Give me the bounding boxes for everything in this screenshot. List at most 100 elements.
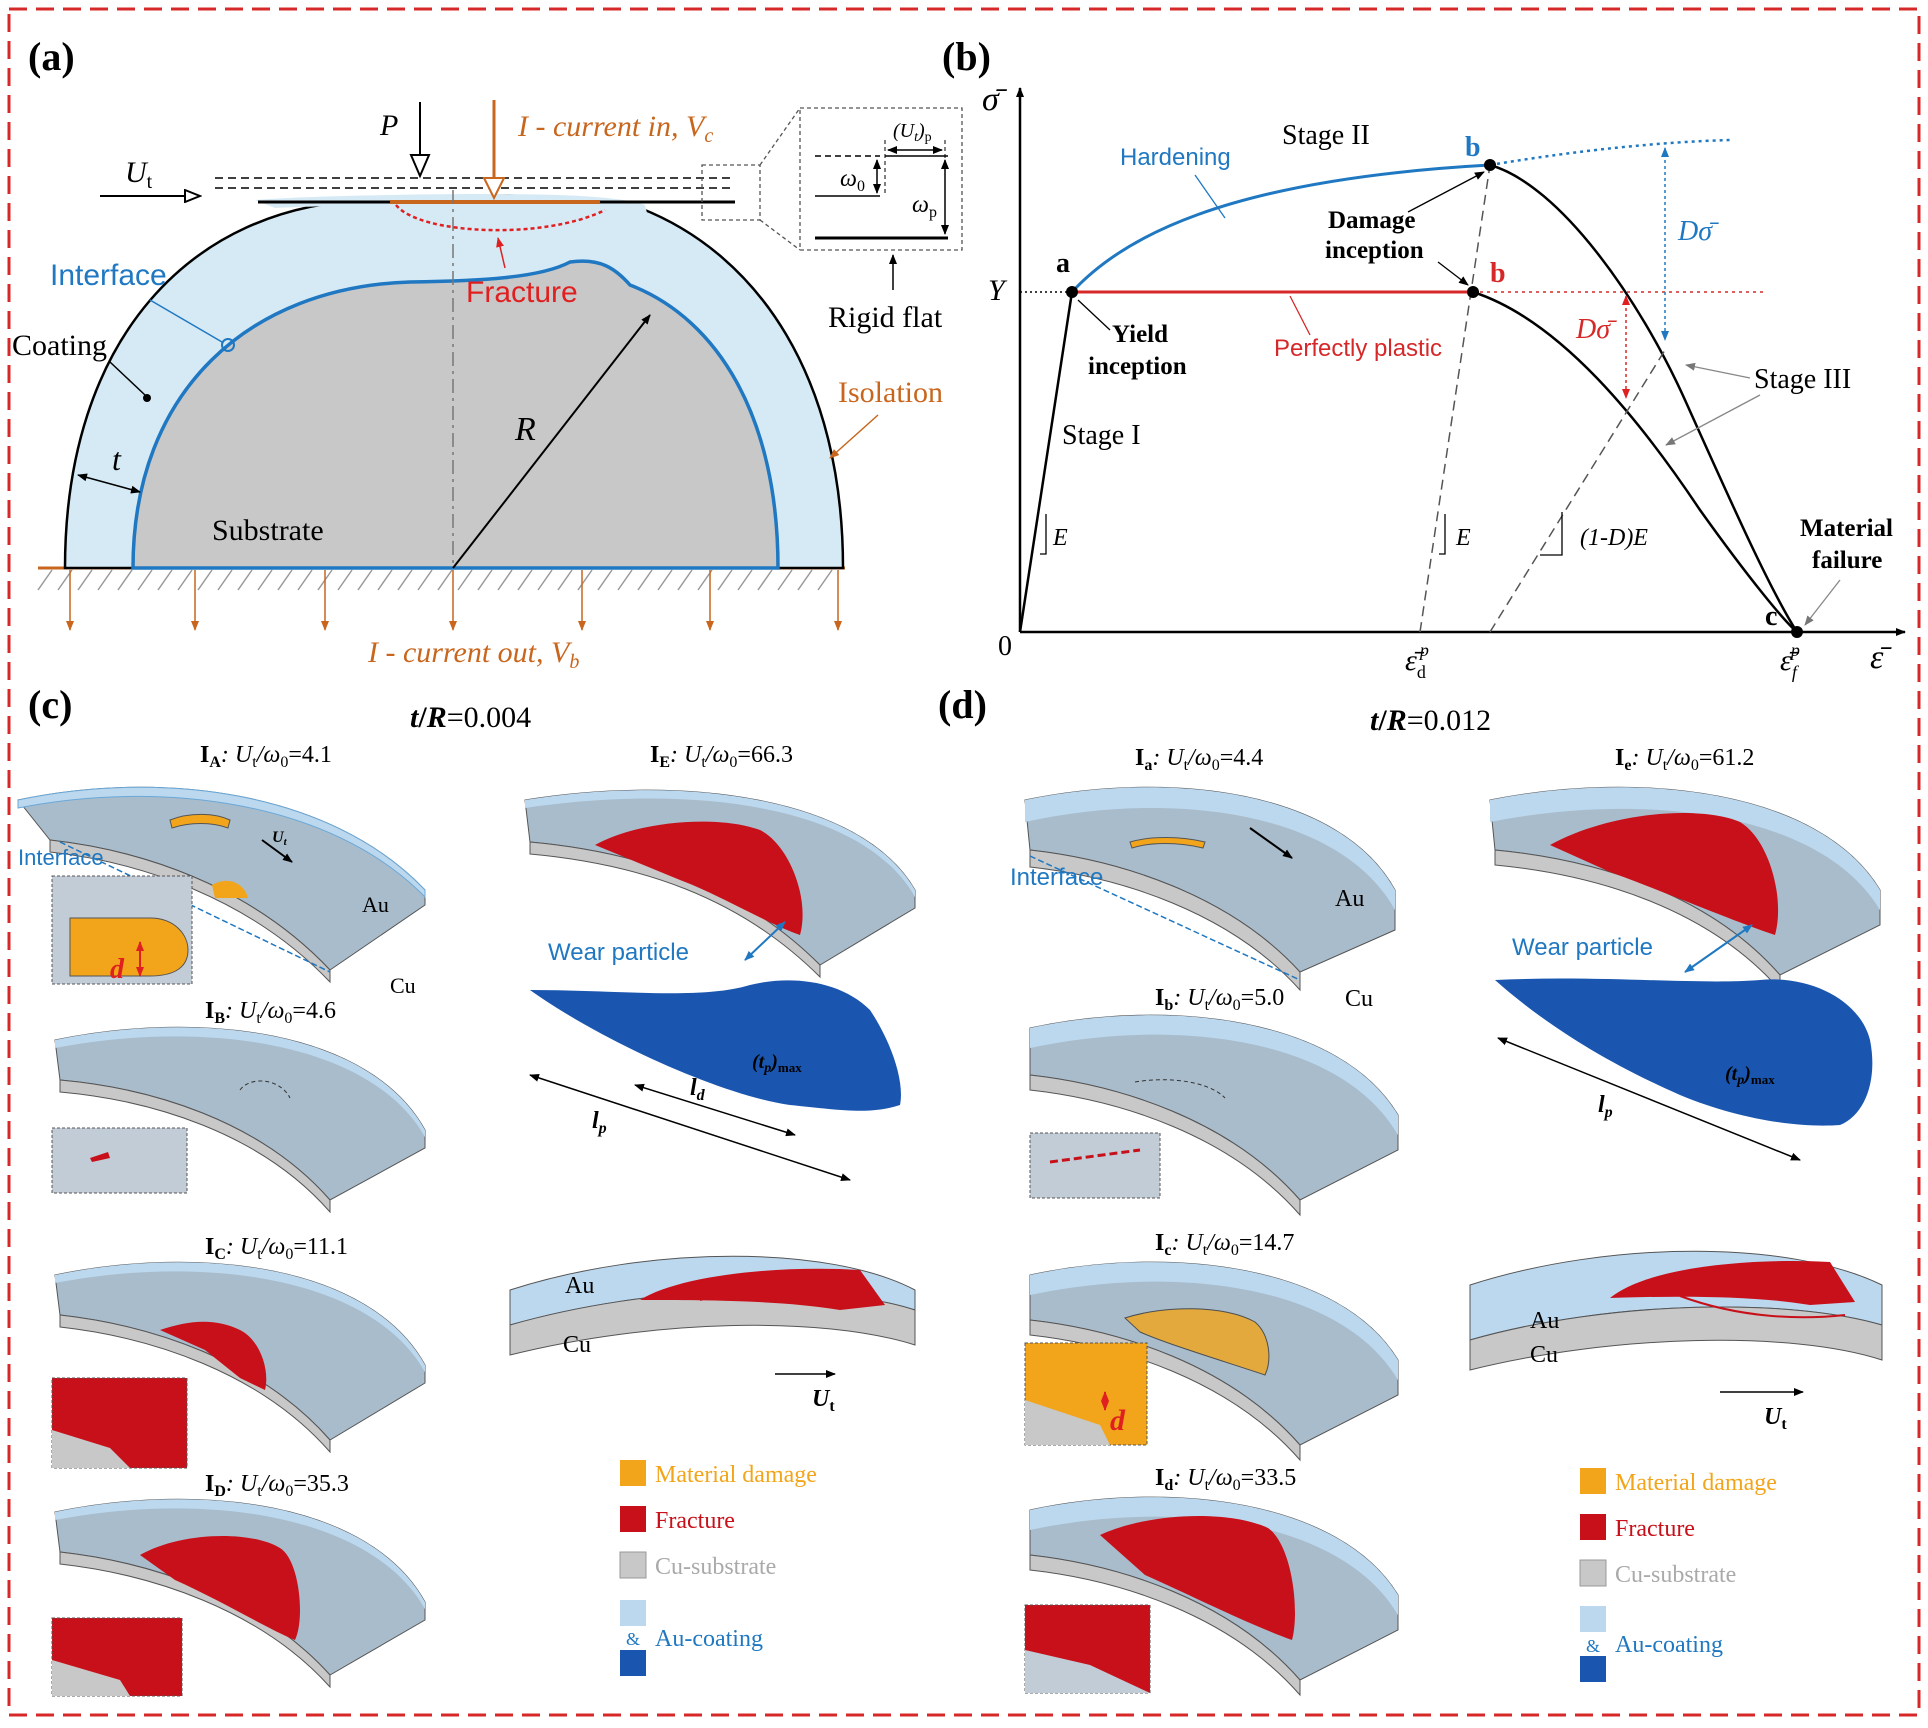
legend-c-damage-swatch [620,1460,646,1486]
e1-label: E [1052,525,1068,551]
ia-d-label: d [110,954,125,985]
slab-ie2-section [1469,1250,1883,1371]
ie-tpmax-label: (tp)max [752,1051,802,1076]
stage3-leader-2 [1665,394,1761,446]
slope-triangle-1 [1040,514,1047,555]
interface-point [221,338,235,352]
unload-dash-1 [1419,164,1491,633]
slab-id2 [1029,1496,1399,1697]
eps-f-label: ε̄fp [1780,640,1800,682]
ie-wear-label: Wear particle [548,939,689,966]
legend-d-amp: & [1586,1636,1600,1656]
c-label: c [1765,601,1777,632]
interface-label-a: Interface [50,259,167,292]
panel-b: (b) σ̄ ε̄ 0 Y a b b c Stage II Hardeni [942,34,1906,682]
damage-inception-2: inception [1325,237,1424,264]
stage3-leader-1 [1685,362,1751,379]
ib-zoom [51,1127,188,1194]
point-b-red [1467,286,1479,298]
radius-arrow [452,314,651,569]
id-title: ID: Ut/ω0=35.3 [205,1471,349,1500]
ia-au-label: Au [362,892,389,917]
panel-c-title: t/R=0.004 [410,701,531,734]
substrate-dome [131,259,780,570]
ie2-au2-label: Au [1530,1308,1559,1334]
damage-arrow-1 [1407,171,1485,213]
ia-title: IA: Ut/ω0=4.1 [200,742,332,771]
e2-label: E [1455,525,1471,551]
panel-a: (a) [12,34,963,673]
ie-wear-arrow [744,921,786,961]
coating-leader [109,361,146,396]
ia-interface-label: Interface [18,845,104,870]
p-label: P [379,109,398,142]
coating-point [143,394,151,402]
elastic-line [1018,291,1074,633]
x-axis-label: ε̄ [1870,639,1892,676]
damage-inception-1: Damage [1328,207,1415,234]
legend-d-damage-swatch [1580,1468,1606,1494]
ib2-zoom-fracture [1049,1148,1141,1164]
point-b-blue [1484,159,1496,171]
failure-arrow [1804,579,1841,626]
ia2-ut-arrow [1249,827,1293,859]
slab-ib [54,1026,426,1214]
ic-title: IC: Ut/ω0=11.1 [205,1234,348,1263]
ia-zoom-damage [69,917,189,977]
id2-zoom-detail [1025,1650,1150,1693]
interface-leader [149,299,223,343]
inset-box [799,107,963,251]
e3-label: (1-D)E [1580,525,1648,551]
legend-c-au: Au-coating [655,1626,763,1652]
ie-title: IE: Ut/ω0=66.3 [650,742,793,771]
slab-ia2 [1024,786,1396,992]
current-in-label: I - current in, Vc [517,110,713,147]
fracture-arrow [496,237,506,269]
panel-a-label: (a) [28,34,75,79]
hardening-curve [1070,163,1491,294]
t-arrow [77,473,141,494]
slab-ie-section [509,1255,916,1356]
yield-leader [1077,299,1111,331]
ic-zoom-detail [52,1430,130,1468]
ib2-title: Ib: Ut/ω0=5.0 [1155,985,1284,1014]
slope-triangle-2 [1439,514,1446,555]
ie2-lp-arrow [1497,1037,1801,1161]
fracture-label: Fracture [466,276,578,309]
eps-d-label: ε̄dp [1405,640,1429,682]
legend-c-cu: Cu-substrate [655,1554,776,1580]
ib-title: IB: Ut/ω0=4.6 [205,998,336,1027]
legend-d-au: Au-coating [1615,1632,1723,1658]
dsigma-red-label: Dσ̄ [1575,314,1617,345]
panel-d: (d) t/R=0.012 Ia: Ut/ω0=4.4 Interface Au… [938,682,1883,1697]
legend-c-damage: Material damage [655,1462,817,1488]
ia2-cu-label: Cu [1345,986,1373,1012]
y-axis-label: σ̄ [982,81,1008,118]
perfectly-plastic-label: Perfectly plastic [1274,335,1442,362]
panel-b-label: (b) [942,34,991,79]
legend-c-amp: & [626,1629,640,1649]
legend-c-fracture-swatch [620,1506,646,1532]
b-red-label: b [1490,258,1506,289]
ie2-lp-label: lp [1598,1092,1613,1121]
id-zoom-detail [52,1660,130,1696]
ie2-ut2-label: Ut [1764,1404,1787,1433]
legend-d-fracture-swatch [1580,1514,1606,1540]
t-label: t [112,441,122,477]
ie-wear-particle [530,980,901,1111]
ie-cu2-label: Cu [563,1332,591,1358]
stage3-label: Stage III [1754,364,1851,395]
material-failure-1: Material [1800,515,1893,542]
ut-label-a: Ut [125,156,153,193]
ie2-wear-arrow [1684,924,1753,973]
ie2-tpmax-label: (tp)max [1725,1063,1775,1088]
point-a [1066,286,1078,298]
ia-cu-label: Cu [390,973,416,998]
panel-d-title: t/R=0.012 [1370,704,1491,737]
stage1-label: Stage I [1062,420,1141,451]
ic2-zoom-detail [1025,1400,1110,1445]
slab-ia [17,786,426,984]
inset-wp-label: ωp [912,192,937,221]
ie2-wear-label: Wear particle [1512,934,1653,961]
slab-ie2 [1489,786,1881,992]
